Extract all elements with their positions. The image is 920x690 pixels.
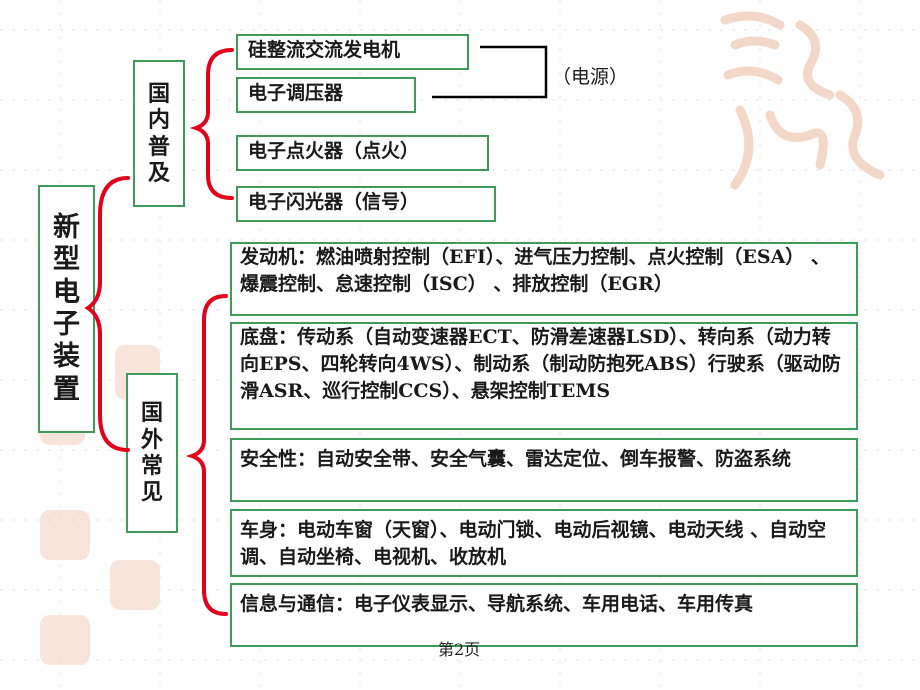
foreign-item-text: 车身：电动车窗（天窗）、电动门锁、电动后视镜、电动天线 、自动空调、自动坐椅、电… xyxy=(240,519,827,568)
domestic-char: 国 xyxy=(147,80,170,107)
root-char: 新 xyxy=(53,211,80,243)
foreign-char: 常 xyxy=(140,453,163,479)
domestic-char: 内 xyxy=(147,107,170,134)
foreign-item-communication: 信息与通信：电子仪表显示、导航系统、车用电话、车用传真 xyxy=(230,583,858,647)
root-char: 装 xyxy=(53,341,80,373)
foreign-node-box: 国 外 常 见 xyxy=(126,373,178,533)
domestic-node-box: 国 内 普 及 xyxy=(133,60,185,207)
foreign-item-text: 安全性：自动安全带、安全气囊、雷达定位、倒车报警、防盗系统 xyxy=(240,448,792,470)
domestic-brace xyxy=(189,48,234,200)
root-node-box: 新 型 电 子 装 置 xyxy=(38,185,95,433)
page-number: 第2页 xyxy=(438,640,481,659)
root-char: 电 xyxy=(53,276,80,308)
foreign-item-engine: 发动机：燃油喷射控制（EFI）、进气压力控制、点火控制（ESA） 、爆震控制、怠… xyxy=(230,242,858,316)
foreign-item-chassis: 底盘：传动系（自动变速器ECT、防滑差速器LSD）、转向系（动力转向EPS、四轮… xyxy=(230,322,858,430)
foreign-char: 见 xyxy=(140,479,163,506)
seal-watermark xyxy=(720,11,885,190)
foreign-brace xyxy=(185,294,228,616)
domestic-item-igniter: 电子点火器（点火） xyxy=(236,135,489,171)
domestic-item-text: 硅整流交流发电机 xyxy=(248,39,401,61)
domestic-item-text: 电子闪光器（信号） xyxy=(248,191,420,213)
foreign-char: 国 xyxy=(140,400,163,427)
domestic-item-regulator: 电子调压器 xyxy=(236,77,416,113)
power-source-label: （电源） xyxy=(552,66,629,88)
domestic-item-text: 电子点火器（点火） xyxy=(248,140,420,162)
domestic-item-text: 电子调压器 xyxy=(248,82,344,104)
foreign-item-text: 底盘：传动系（自动变速器ECT、防滑差速器LSD）、转向系（动力转向EPS、四轮… xyxy=(240,326,841,402)
foreign-item-text: 发动机：燃油喷射控制（EFI）、进气压力控制、点火控制（ESA） 、爆震控制、怠… xyxy=(240,246,830,295)
foreign-char: 外 xyxy=(140,426,163,453)
foreign-item-body: 车身：电动车窗（天窗）、电动门锁、电动后视镜、电动天线 、自动空调、自动坐椅、电… xyxy=(230,509,858,577)
root-char: 型 xyxy=(53,244,80,276)
foreign-item-safety: 安全性：自动安全带、安全气囊、雷达定位、倒车报警、防盗系统 xyxy=(230,438,858,502)
domestic-char: 及 xyxy=(147,159,170,186)
root-char: 子 xyxy=(53,309,80,340)
domestic-item-alternator: 硅整流交流发电机 xyxy=(236,34,469,70)
root-char: 置 xyxy=(53,373,80,405)
domestic-item-flasher: 电子闪光器（信号） xyxy=(236,186,496,222)
domestic-char: 普 xyxy=(147,133,170,160)
foreign-item-text: 信息与通信：电子仪表显示、导航系统、车用电话、车用传真 xyxy=(240,593,754,615)
